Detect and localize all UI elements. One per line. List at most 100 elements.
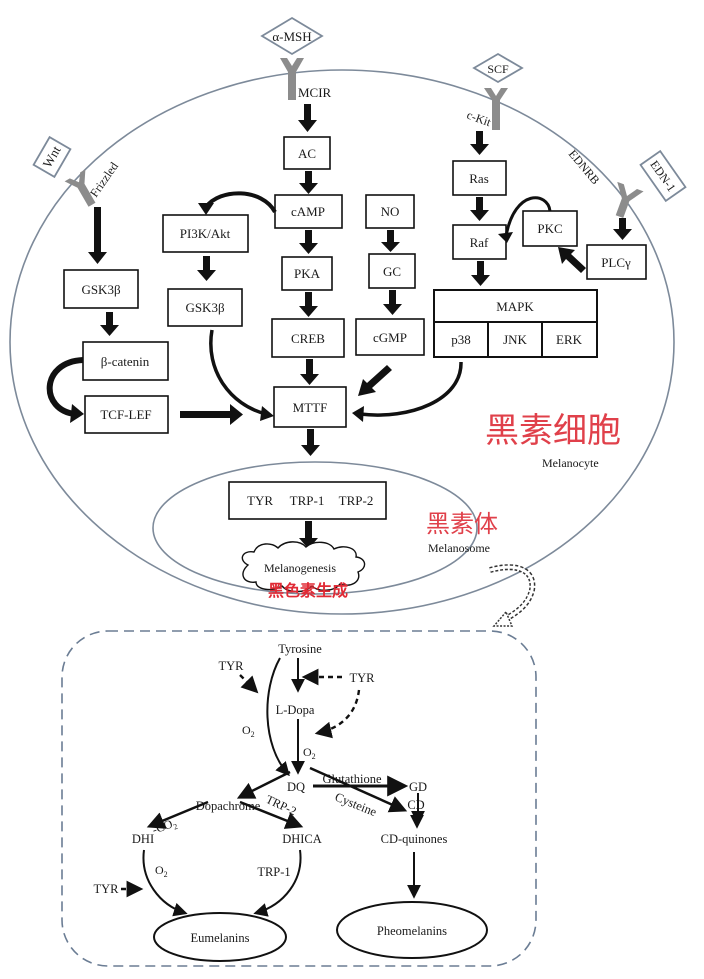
curved-arrows [46,191,552,423]
arrow-gc-cgmp [383,290,402,315]
arrow-raf-mapk [471,261,490,286]
arrow-dhica-eumelanins [253,849,302,917]
svg-text:PI3K/Akt: PI3K/Akt [180,226,231,241]
melanogenesis-label-cn: 黑色素生成 [268,581,348,600]
node-erk: ERK [541,321,598,358]
arrow-ac-camp [299,171,318,194]
dq-label: DQ [287,780,305,794]
arrow-plcg-pkc [558,247,586,273]
node-beta-catenin: β-catenin [82,341,169,381]
arrow-ckit-ras [470,131,489,155]
tyrosine-label: Tyrosine [278,642,322,656]
svg-text:TCF-LEF: TCF-LEF [100,407,151,422]
melanocyte-label-cn: 黑素细胞 [485,411,621,451]
melanocyte-label-en: Melanocyte [542,456,599,470]
tyr-right-label: TYR [350,671,376,685]
node-mitf: MTTF [273,386,347,428]
svg-text:GSK3β: GSK3β [81,282,121,297]
wnt-ligand: Wnt [32,135,72,179]
frizzled-label: Frizzled [87,159,121,199]
arrow-gsk3b-betacatenin [100,312,119,336]
mc1r-label: MCIR [298,85,332,100]
curve-camp-pi3k [204,191,277,214]
svg-text:cGMP: cGMP [373,330,407,345]
melanin-synthesis-region [61,630,537,967]
node-creb: CREB [271,318,345,358]
curve-pkc-raf [504,196,552,237]
node-mapk: MAPK [433,289,598,323]
svg-text:cAMP: cAMP [291,204,325,219]
arrow-cgmp-mitf [358,365,392,396]
o2-dhi-label: O2 [155,863,168,879]
node-no: NO [365,194,415,229]
melanosome-label-cn: 黑素体 [426,510,498,538]
melanocyte-membrane [9,69,675,615]
enzyme-tyr: TYR [247,493,273,508]
svg-text:CREB: CREB [291,331,325,346]
svg-text:Raf: Raf [470,235,489,250]
ldopa-label: L-Dopa [276,703,315,717]
arrow-tcflef-mitf [180,404,243,425]
melanogenesis-label-en: Melanogenesis [264,561,336,575]
arrow-pka-creb [299,292,318,317]
svg-text:JNK: JNK [503,332,527,347]
arrow-dq-cd [309,766,408,813]
scf-label: SCF [487,62,509,76]
svg-text:MTTF: MTTF [293,400,328,415]
cd-label: CD [407,798,424,812]
o2-mid-label: O2 [303,745,316,761]
ckit-label: c-Kit [465,108,494,130]
dhica-label: DHICA [282,832,322,846]
arrow-pi3k-gsk3b [197,256,216,281]
svg-text:GC: GC [383,264,401,279]
eumelanins-label: Eumelanins [190,931,249,945]
node-camp: cAMP [274,194,343,229]
svg-text:β-catenin: β-catenin [101,354,150,369]
melanosome-enzymes-box: TYR TRP-1 TRP-2 [228,481,387,520]
svg-text:NO: NO [381,204,400,219]
glutathione-label: Glutathione [322,772,381,786]
svg-text:PLCγ: PLCγ [601,255,631,270]
arrow-no-gc [381,230,400,252]
pheomelanins-label: Pheomelanins [377,924,447,938]
eumelanins-oval [153,912,287,962]
trp1-label: TRP-1 [257,865,290,879]
arrow-dopachrome-dhi [146,800,209,829]
frizzled-receptor [64,169,96,207]
biochemical-pathway: Tyrosine TYR TYR L-Dopa O2 O2 DQ Glutath… [94,642,488,962]
arrow-dhi-eumelanins [142,849,188,917]
curve-gsk3b-mitf [209,329,267,416]
node-plcg: PLCγ [586,244,647,280]
mc1r-receptor: MCIR [280,58,332,100]
svg-text:ERK: ERK [556,332,583,347]
arrow-mitf-melanosome [301,429,320,456]
svg-text:GSK3β: GSK3β [185,300,225,315]
arrow-tyrosine-dq [266,657,290,777]
melanosome-membrane [152,461,478,595]
node-gc: GC [368,253,416,289]
arrow-dopachrome-dhica [239,800,304,829]
cysteine-label: Cysteine [333,790,379,820]
dhi-label: DHI [132,832,154,846]
alpha-msh-ligand: α-MSH [260,16,324,56]
tyr-left-label: TYR [219,659,245,673]
node-p38: p38 [433,321,489,358]
curve-betacatenin-tcflef [46,357,84,417]
arrow-frizzled-gsk3b [88,207,107,264]
edn1-ligand: EDN-1 [639,149,687,203]
dashed-tyr-o2 [314,689,361,739]
node-ras: Ras [452,160,507,196]
node-pi3k-akt: PI3K/Akt [162,214,249,253]
node-ac: AC [283,136,331,170]
enzyme-trp2: TRP-2 [339,493,374,508]
enzyme-trp1: TRP-1 [290,493,325,508]
alpha-msh-label: α-MSH [272,29,311,44]
signaling-arrows [88,104,632,549]
node-pka: PKA [281,256,333,291]
arrow-camp-pka [299,230,318,254]
svg-text:PKC: PKC [537,221,562,236]
svg-text:p38: p38 [451,332,471,347]
pheomelanins-oval [336,901,488,959]
node-gsk3b-pi3k: GSK3β [167,288,243,327]
